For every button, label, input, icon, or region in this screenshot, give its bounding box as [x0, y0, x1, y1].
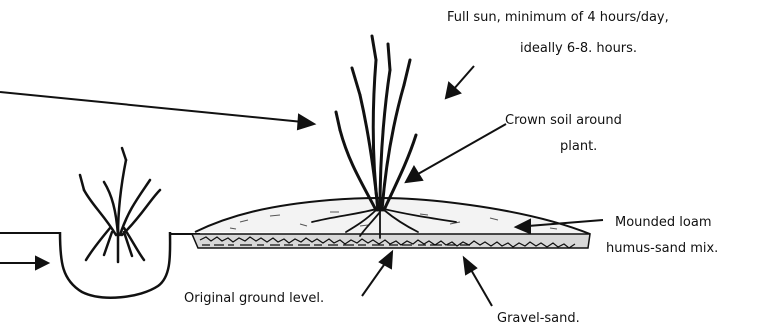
- sun-label-line1: Full sun, minimum of 4 hours/day,: [447, 9, 669, 26]
- left-upper-arrow: [0, 92, 314, 129]
- crown-label-line2: plant.: [560, 138, 597, 155]
- mound-label-line1: Mounded loam: [615, 214, 711, 231]
- gravel-label: Gravel-sand.: [497, 310, 580, 327]
- tall-plant: [336, 36, 416, 210]
- planting-hole: [60, 232, 170, 298]
- mound-label-line2: humus-sand mix.: [606, 240, 718, 257]
- crown-label-line1: Crown soil around: [505, 112, 622, 129]
- gravel-arrow: [464, 258, 492, 306]
- original-ground-label: Original ground level.: [184, 290, 324, 307]
- left-lower-arrow: [0, 257, 48, 269]
- sun-arrow: [446, 66, 474, 98]
- crown-arrow: [406, 124, 506, 182]
- small-plant: [80, 148, 160, 262]
- original-ground-arrow: [362, 252, 392, 296]
- mound-base: [192, 234, 590, 248]
- sun-label-line2: ideally 6-8. hours.: [520, 40, 637, 57]
